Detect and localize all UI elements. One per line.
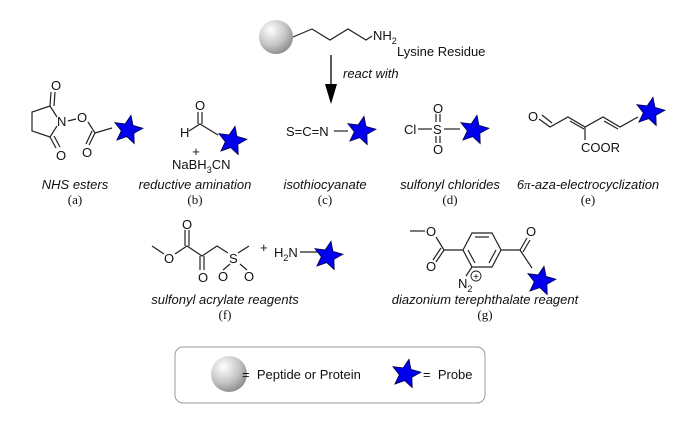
star-shape [217,125,248,156]
svg-text:O: O [182,217,192,232]
svg-text:O: O [528,109,538,124]
svg-text:O: O [195,98,205,113]
star-shape [113,114,144,145]
svg-text:O: O [526,224,536,239]
arrow-head [325,84,337,104]
svg-text:O: O [426,259,436,274]
svg-text:N: N [57,114,66,129]
svg-text:H: H [180,125,189,140]
star-shape [313,240,344,271]
star-shape [635,96,666,127]
probe-star-icon [459,114,490,145]
svg-text:+: + [260,240,268,255]
svg-text:sulfonyl acrylate reagents: sulfonyl acrylate reagents [151,292,299,307]
svg-text:O: O [51,78,61,93]
svg-text:(f): (f) [219,307,232,322]
svg-text:(g): (g) [477,307,492,322]
probe-star-icon [635,96,666,127]
svg-text:O: O [164,251,174,266]
svg-text:(c): (c) [318,192,332,207]
svg-text:sulfonyl chlorides: sulfonyl chlorides [400,177,500,192]
svg-text:O: O [218,269,228,284]
svg-text:O: O [82,145,92,160]
svg-text:S=C=N: S=C=N [286,124,329,139]
svg-text:O: O [426,224,436,239]
svg-text:6π-aza-electrocyclization: 6π-aza-electrocyclization [517,177,659,192]
svg-text:N2: N2 [458,276,472,294]
svg-text:diazonium terephthalate reagen: diazonium terephthalate reagent [392,292,580,307]
lysine-label: Lysine Residue [397,44,485,59]
reagent-diazonium-terephthalate: O O N2 + O diazonium terephthalate reage… [392,224,580,322]
legend-probe-star-icon [391,358,422,389]
svg-text:+: + [192,144,200,159]
lysine-chain [292,28,373,41]
legend: = Peptide or Protein = Probe [174,346,486,404]
reagent-sulfonyl-chloride: Cl S O O sulfonyl chlorides (d) [400,101,500,207]
reagent-nhs-ester: O O N O O NHS esters (a) [31,78,144,207]
svg-text:NaBH3CN: NaBH3CN [172,157,230,175]
amine-label: NH2 [373,28,397,46]
svg-text:S: S [229,251,238,266]
probe-star-icon [313,240,344,271]
legend-star-label: = Probe [423,367,473,382]
svg-text:+: + [473,272,479,283]
svg-text:O: O [244,269,254,284]
arrow-label: react with [343,66,399,81]
svg-text:O: O [56,148,66,163]
svg-text:COOR: COOR [581,140,620,155]
reagent-isothiocyanate: S=C=N isothiocyanate (c) [283,115,377,207]
reagent-reductive-amination: O H + NaBH3CN reductive amination (b) [139,98,252,207]
svg-text:Cl: Cl [404,122,416,137]
star-shape [459,114,490,145]
svg-text:(d): (d) [442,192,457,207]
legend-sphere [211,356,247,392]
star-shape [391,358,422,389]
svg-text:reductive amination: reductive amination [139,177,252,192]
svg-text:(e): (e) [581,192,595,207]
svg-text:(a): (a) [68,192,82,207]
legend-sphere-label: = Peptide or Protein [242,367,361,382]
probe-star-icon [526,265,557,296]
protein-sphere [259,20,293,54]
svg-text:H2N: H2N [274,245,298,263]
svg-text:O: O [433,142,443,157]
svg-text:O: O [198,270,208,285]
svg-text:isothiocyanate: isothiocyanate [283,177,366,192]
star-shape [526,265,557,296]
star-shape [346,115,377,146]
svg-text:(b): (b) [187,192,202,207]
probe-star-icon [346,115,377,146]
svg-text:S: S [433,122,442,137]
probe-star-icon [113,114,144,145]
svg-text:O: O [433,101,443,116]
reagent-6pi-aza-electrocyclization: O COOR 6π-aza-electrocyclization (e) [517,96,666,207]
svg-text:NHS esters: NHS esters [42,177,109,192]
svg-text:O: O [77,110,87,125]
probe-star-icon [217,125,248,156]
